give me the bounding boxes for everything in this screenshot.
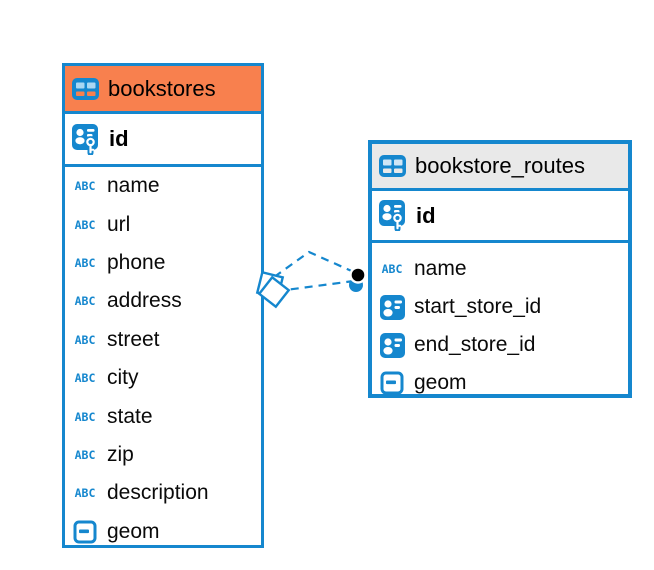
column-name: phone <box>107 250 166 274</box>
table-title: bookstores <box>108 75 216 101</box>
text-type-icon: ABC <box>74 486 96 501</box>
column-name: description <box>107 481 209 505</box>
table-bookstore-routes[interactable]: bookstore_routes <box>368 140 632 398</box>
column-row[interactable]: ABC state <box>65 397 261 435</box>
text-type-icon: ABC <box>74 332 96 347</box>
column-row[interactable]: ABC phone <box>65 244 261 282</box>
column-name: address <box>107 289 182 313</box>
table-icon <box>72 77 99 100</box>
column-row[interactable]: ABC street <box>65 321 261 359</box>
column-row[interactable]: ABC url <box>65 205 261 243</box>
table-bookstores-header[interactable]: bookstores <box>65 66 261 114</box>
column-row[interactable]: start_store_id <box>372 288 628 326</box>
relationship-line-1[interactable] <box>262 250 357 286</box>
text-type-icon: ABC <box>74 409 96 424</box>
column-name: name <box>414 257 467 280</box>
foreign-key-icon <box>377 332 407 358</box>
relationship-target-marker[interactable] <box>349 266 367 293</box>
column-name: street <box>107 327 160 351</box>
column-row[interactable]: ABC description <box>65 474 261 512</box>
column-name: geom <box>107 519 160 543</box>
column-name: url <box>107 212 131 236</box>
column-row-pk[interactable]: id <box>372 191 628 243</box>
column-row[interactable]: geom <box>65 513 261 551</box>
column-row-pk[interactable]: id <box>65 114 261 167</box>
column-name: name <box>107 174 160 198</box>
column-list: ABC name start_store_id <box>372 243 628 402</box>
primary-key-label: id <box>416 202 436 228</box>
text-type-icon: ABC <box>74 217 96 232</box>
text-type-icon: ABC <box>74 371 96 386</box>
primary-key-label: id <box>109 126 129 151</box>
geometry-type-icon <box>377 371 407 395</box>
text-type-icon: ABC <box>74 255 96 270</box>
column-row[interactable]: geom <box>372 364 628 402</box>
column-row[interactable]: ABC zip <box>65 436 261 474</box>
relationship-source-marker[interactable] <box>255 270 291 309</box>
column-row[interactable]: ABC name <box>372 250 628 288</box>
text-type-icon: ABC <box>74 447 96 462</box>
primary-key-icon <box>377 200 407 231</box>
foreign-key-icon <box>377 294 407 320</box>
column-name: geom <box>414 371 467 394</box>
table-bookstores[interactable]: bookstores <box>62 63 264 548</box>
column-row[interactable]: ABC city <box>65 359 261 397</box>
column-name: city <box>107 366 139 390</box>
text-type-icon: ABC <box>74 179 96 194</box>
column-name: state <box>107 404 153 428</box>
table-title: bookstore_routes <box>415 153 585 178</box>
text-type-icon: ABC <box>381 262 403 276</box>
column-name: start_store_id <box>414 295 542 318</box>
column-row[interactable]: end_store_id <box>372 326 628 364</box>
primary-key-icon <box>70 123 100 155</box>
column-row[interactable]: ABC address <box>65 282 261 320</box>
geometry-type-icon <box>70 520 100 544</box>
relationship-connector[interactable] <box>240 235 385 330</box>
column-list: ABC name ABC url ABC phone ABC address A… <box>65 167 261 551</box>
column-name: zip <box>107 442 134 466</box>
column-name: end_store_id <box>414 333 536 356</box>
table-icon <box>379 155 406 177</box>
column-row[interactable]: ABC name <box>65 167 261 205</box>
table-bookstore-routes-header[interactable]: bookstore_routes <box>372 144 628 191</box>
text-type-icon: ABC <box>74 294 96 309</box>
